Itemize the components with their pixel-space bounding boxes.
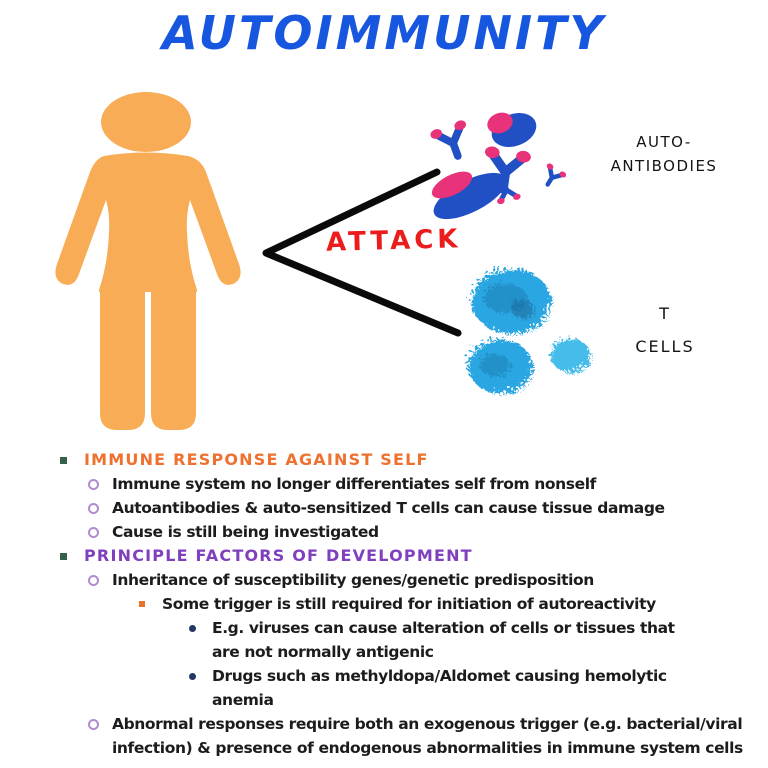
list-item-text: Drugs such as methyldopa/Aldomet causing… bbox=[212, 667, 667, 709]
page-title: AUTOIMMUNITY bbox=[162, 6, 606, 60]
autoantibodies-label-line1: AUTO- bbox=[636, 133, 692, 151]
list-item-text: Immune system no longer differentiates s… bbox=[112, 475, 597, 493]
list-item: Cause is still being investigated bbox=[58, 520, 746, 544]
dot-bullet-icon bbox=[186, 616, 212, 640]
heading-principle-factors-of-development: PRINCIPLE FACTORS OF DEVELOPMENT bbox=[84, 546, 473, 565]
list-item: Some trigger is still required for initi… bbox=[58, 592, 746, 616]
autoantibodies-label-line2: ANTIBODIES bbox=[610, 157, 718, 175]
circle-bullet-icon bbox=[86, 496, 112, 520]
circle-bullet-icon bbox=[86, 520, 112, 544]
list-item: Drugs such as methyldopa/Aldomet causing… bbox=[58, 664, 746, 712]
list-item: Inheritance of susceptibility genes/gene… bbox=[58, 568, 746, 592]
square-bullet-icon bbox=[58, 544, 84, 568]
list-item-text: Abnormal responses require both an exoge… bbox=[112, 715, 743, 757]
list-item-text: Inheritance of susceptibility genes/gene… bbox=[112, 571, 594, 589]
circle-bullet-icon bbox=[86, 472, 112, 496]
list-item: Immune system no longer differentiates s… bbox=[58, 472, 746, 496]
list-item-text: E.g. viruses can cause alteration of cel… bbox=[212, 619, 675, 661]
autoantibodies-illustration bbox=[427, 112, 567, 220]
tcells-label-line1: T bbox=[659, 304, 671, 323]
list-item: Abnormal responses require both an exoge… bbox=[58, 712, 746, 760]
list-item-text: Cause is still being investigated bbox=[112, 523, 379, 541]
circle-bullet-icon bbox=[86, 568, 112, 592]
person-silhouette bbox=[55, 92, 241, 430]
tcells-label-line2: CELLS bbox=[635, 337, 695, 356]
attack-label: ATTACK bbox=[325, 224, 462, 258]
heading-immune-response-against-self: IMMUNE RESPONSE AGAINST SELF bbox=[84, 450, 429, 469]
list-item: PRINCIPLE FACTORS OF DEVELOPMENT bbox=[58, 544, 746, 568]
square-bullet-icon bbox=[136, 592, 162, 616]
autoantibodies-label: AUTO- ANTIBODIES bbox=[585, 130, 743, 178]
dot-bullet-icon bbox=[186, 664, 212, 688]
list-item: E.g. viruses can cause alteration of cel… bbox=[58, 616, 746, 664]
t-cells-illustration bbox=[465, 266, 587, 390]
circle-bullet-icon bbox=[86, 712, 112, 736]
list-item-text: Some trigger is still required for initi… bbox=[162, 595, 656, 613]
list-item-text: Autoantibodies & auto-sensitized T cells… bbox=[112, 499, 665, 517]
square-bullet-icon bbox=[58, 448, 84, 472]
bullet-list: IMMUNE RESPONSE AGAINST SELF Immune syst… bbox=[58, 448, 746, 760]
list-item: IMMUNE RESPONSE AGAINST SELF bbox=[58, 448, 746, 472]
tcells-label: T CELLS bbox=[613, 297, 717, 363]
list-item: Autoantibodies & auto-sensitized T cells… bbox=[58, 496, 746, 520]
